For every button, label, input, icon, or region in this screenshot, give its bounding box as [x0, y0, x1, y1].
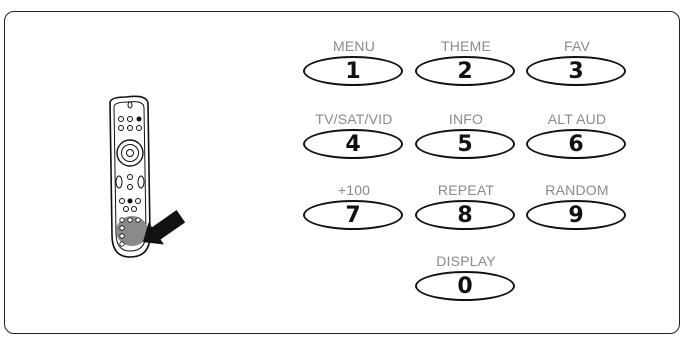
- key-8-label: REPEAT: [437, 182, 495, 198]
- key-4-label: TV/SAT/VID: [315, 111, 393, 127]
- key-2-button[interactable]: 2: [415, 56, 515, 86]
- key-0-label: DISPLAY: [436, 253, 496, 269]
- key-6-button[interactable]: 6: [526, 129, 626, 159]
- diagram-frame: [4, 11, 680, 334]
- key-7-button[interactable]: 7: [303, 200, 403, 230]
- key-2-label: THEME: [441, 38, 491, 54]
- key-4-button[interactable]: 4: [303, 129, 403, 159]
- key-5-label: INFO: [448, 111, 484, 127]
- key-3-button[interactable]: 3: [526, 56, 626, 86]
- key-1-button[interactable]: 1: [303, 56, 403, 86]
- key-9-label: RANDOM: [545, 182, 609, 198]
- key-0-button[interactable]: 0: [415, 271, 515, 301]
- key-1-label: MENU: [332, 38, 376, 54]
- key-7-label: +100: [337, 182, 371, 198]
- key-9-button[interactable]: 9: [526, 200, 626, 230]
- pointer-arrow-icon: [142, 210, 186, 245]
- key-6-label: ALT AUD: [547, 111, 607, 127]
- remote-control-icon: [109, 95, 186, 258]
- key-5-button[interactable]: 5: [415, 129, 515, 159]
- key-3-label: FAV: [563, 38, 591, 54]
- key-8-button[interactable]: 8: [415, 200, 515, 230]
